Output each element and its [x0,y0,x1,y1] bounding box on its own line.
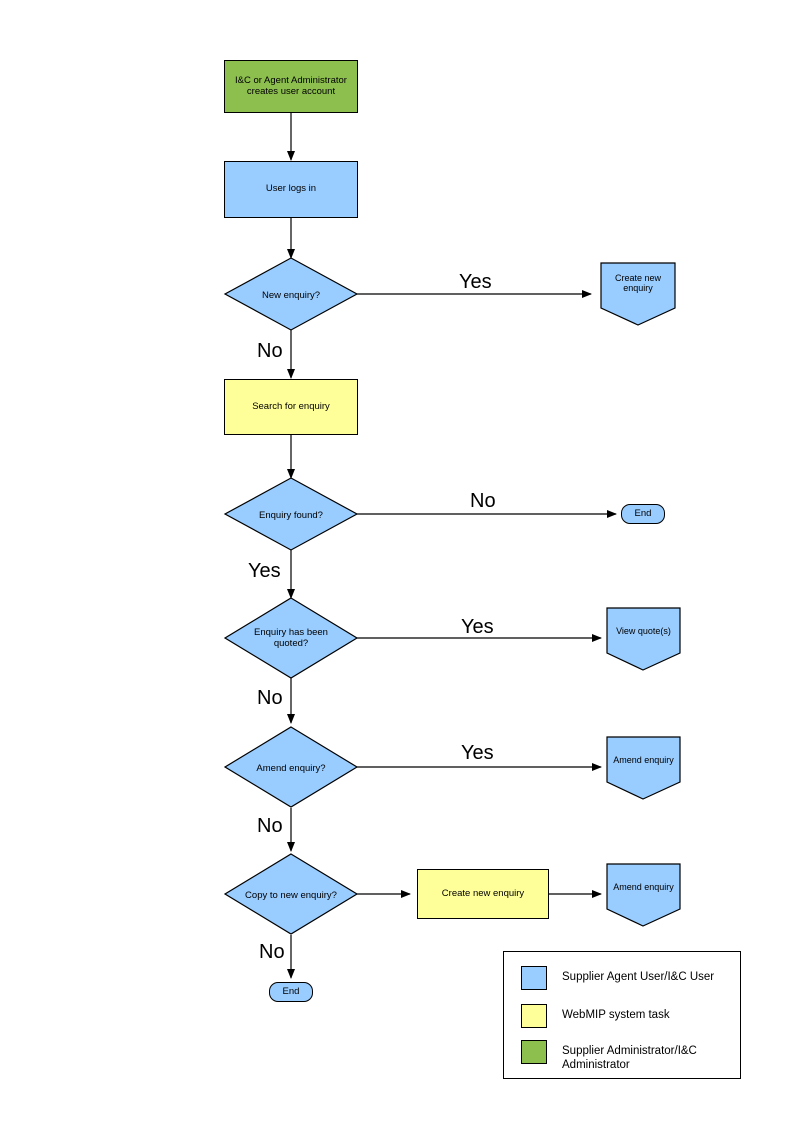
edge-label-enquiry-found-no: No [470,490,496,512]
decision-enquiry-quoted [223,597,359,679]
legend: Supplier Agent User/I&C User WebMIP syst… [503,951,741,1079]
decision-new-enquiry [223,257,359,331]
node-label: I&C or Agent Administrator creates user … [235,74,347,97]
offpage-amend-enquiry-2-label: Amend enquiry [605,882,682,912]
offpage-amend-enquiry-1 [606,736,681,800]
node-user-logs-in[interactable]: User logs in [224,161,358,218]
edge-label-enquiry-found-yes: Yes [248,560,281,582]
legend-label-admin: Supplier Administrator/I&C Administrator [562,1045,697,1072]
legend-item-0: Supplier Agent User/I&C User [521,966,714,990]
node-label: Create new enquiry [441,887,525,899]
offpage-create-new-enquiry [600,262,676,326]
node-label: Amend enquiry [613,755,674,765]
edge-label-amend-enquiry-no: No [257,815,283,837]
connectors [287,113,617,979]
edge-label-amend-enquiry-yes: Yes [461,742,494,764]
decision-copy-to-new-enquiry-label: Copy to new enquiry? [238,882,344,908]
node-create-new-enquiry-task[interactable]: Create new enquiry [417,869,549,919]
decision-enquiry-found-label: Enquiry found? [241,502,341,528]
edge-label-new-enquiry-yes: Yes [459,271,492,293]
node-label: Enquiry has been quoted? [254,627,328,649]
node-admin-creates-account[interactable]: I&C or Agent Administrator creates user … [224,60,358,113]
edge-label-enquiry-quoted-no: No [257,687,283,709]
offpage-amend-enquiry-2 [606,863,681,927]
edge-label-copy-to-new-no: No [259,941,285,963]
node-label: User logs in [265,183,317,195]
node-label: End [282,985,300,997]
edge-label-enquiry-quoted-yes: Yes [461,616,494,638]
legend-label-user: Supplier Agent User/I&C User [562,971,715,983]
decision-enquiry-quoted-label: Enquiry has been quoted? [236,625,346,651]
offpage-amend-enquiry-1-label: Amend enquiry [605,755,682,785]
edge-label-new-enquiry-no: No [257,340,283,362]
node-label: Amend enquiry [613,882,674,892]
node-label: End [634,507,652,519]
node-label: Create new enquiry [614,273,662,293]
legend-item-1: WebMIP system task [521,1004,670,1028]
decision-amend-enquiry [223,726,359,808]
terminator-end-bottom[interactable]: End [269,982,313,1002]
legend-label-system: WebMIP system task [562,1009,670,1021]
legend-swatch-admin [521,1040,547,1064]
node-label: Enquiry found? [259,509,323,521]
offpage-view-quotes-label: View quote(s) [607,626,680,656]
terminator-end-top[interactable]: End [621,504,665,524]
node-label: Amend enquiry? [256,762,326,774]
legend-item-2: Supplier Administrator/I&C Administrator [521,1040,697,1073]
node-label: Search for enquiry [252,400,330,412]
decision-amend-enquiry-label: Amend enquiry? [241,755,341,781]
node-label: Copy to new enquiry? [245,889,337,901]
node-label: New enquiry? [261,289,321,301]
legend-swatch-user [521,966,547,990]
offpage-create-new-enquiry-label: Create new enquiry [601,273,675,313]
node-label: View quote(s) [616,626,671,636]
decision-copy-to-new-enquiry [223,853,359,935]
node-search-for-enquiry[interactable]: Search for enquiry [224,379,358,435]
decision-new-enquiry-label: New enquiry? [231,284,351,306]
offpage-view-quotes [606,607,681,671]
decision-enquiry-found [223,477,359,551]
legend-swatch-system [521,1004,547,1028]
